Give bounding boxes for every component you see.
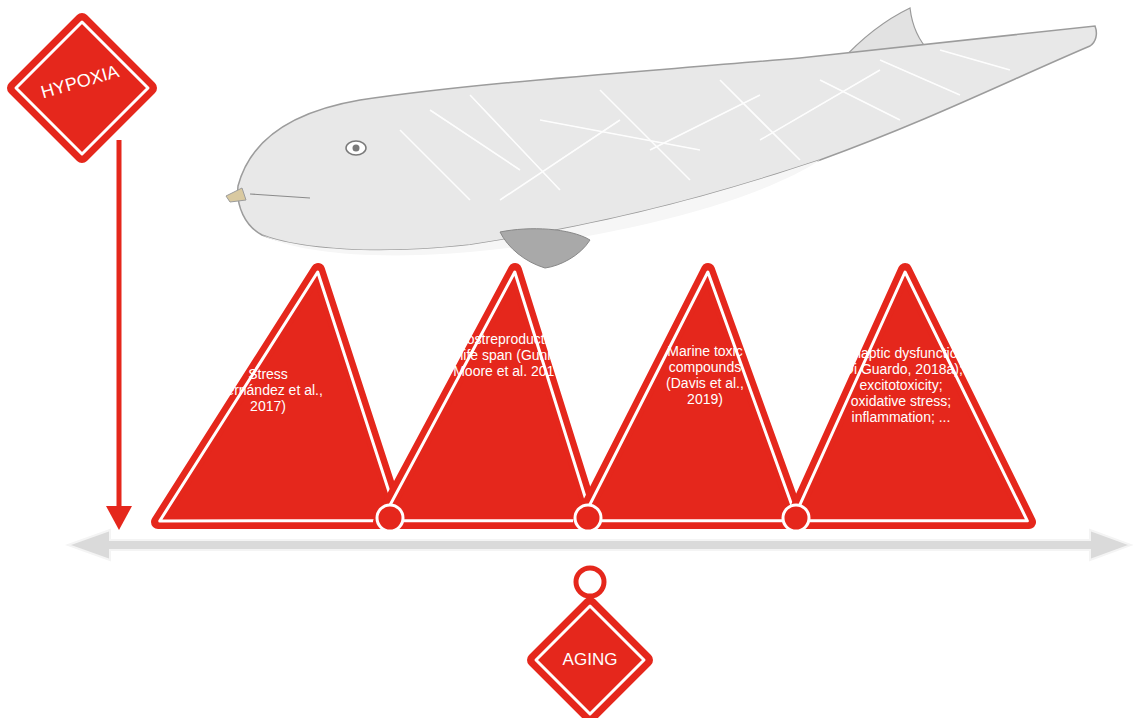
shape-fill (791, 270, 1029, 522)
scar-line (540, 120, 700, 150)
axis-arrow (68, 530, 1131, 560)
beaked-whale-illustration (226, 8, 1096, 268)
node-label: Stress (Fernández et al., 2017) (212, 366, 324, 414)
arrow-head (106, 506, 132, 530)
factor-triangle: Marine toxic compounds (Davis et al., 20… (572, 262, 807, 530)
whale-pupil (353, 145, 360, 152)
timeline-axis (68, 530, 1131, 560)
whale-flipper (500, 229, 590, 268)
shape-inner-line (536, 606, 644, 714)
overlap-ring (783, 505, 809, 531)
scar-line (400, 130, 470, 200)
shape-inner-line (16, 22, 148, 154)
factor-diamond: AGING (526, 596, 654, 718)
shape-inner-line (382, 272, 593, 521)
node-label: Postreproductive life span (Gunn-Moore e… (452, 331, 568, 379)
shape-outline (372, 262, 602, 530)
scar-line (940, 50, 1010, 70)
whale-eye (346, 141, 366, 155)
scar-line (430, 110, 520, 170)
shape-fill (580, 270, 799, 522)
scar-line (470, 95, 560, 190)
arrow-shaft (117, 140, 122, 510)
whale-scars (400, 50, 1010, 200)
factor-triangle: Postreproductive life span (Gunn-Moore e… (372, 262, 602, 530)
mouth-line (250, 194, 310, 198)
overlap-ring (575, 505, 601, 531)
factor-diamond: HYPOXIA (6, 12, 158, 164)
overlap-ring (377, 505, 403, 531)
scar-line (600, 90, 690, 180)
node-label: Marine toxic compounds (Davis et al., 20… (649, 343, 761, 407)
shape-inner-line (793, 272, 1028, 521)
hypoxia-arrow (106, 140, 132, 530)
overlap-ring (576, 568, 604, 596)
scar-line (720, 80, 800, 160)
shape-fill (158, 270, 400, 522)
scar-line (880, 60, 960, 95)
whale-beak (226, 188, 246, 202)
node-label: AGING (540, 650, 640, 670)
node-label: Synaptic dysfunction (Di Guardo, 2018a);… (833, 345, 969, 425)
scar-line (500, 120, 620, 200)
overlap-rings (377, 505, 809, 596)
factor-triangle: Synaptic dysfunction (Di Guardo, 2018a);… (783, 262, 1037, 530)
shape-fill (534, 604, 646, 716)
factor-triangle: Stress (Fernández et al., 2017) (150, 262, 408, 530)
shape-fill (380, 270, 594, 522)
scar-line (820, 80, 900, 120)
shape-fill (14, 20, 150, 156)
shape-inner-line (160, 272, 399, 521)
shape-inner-line (582, 272, 798, 521)
